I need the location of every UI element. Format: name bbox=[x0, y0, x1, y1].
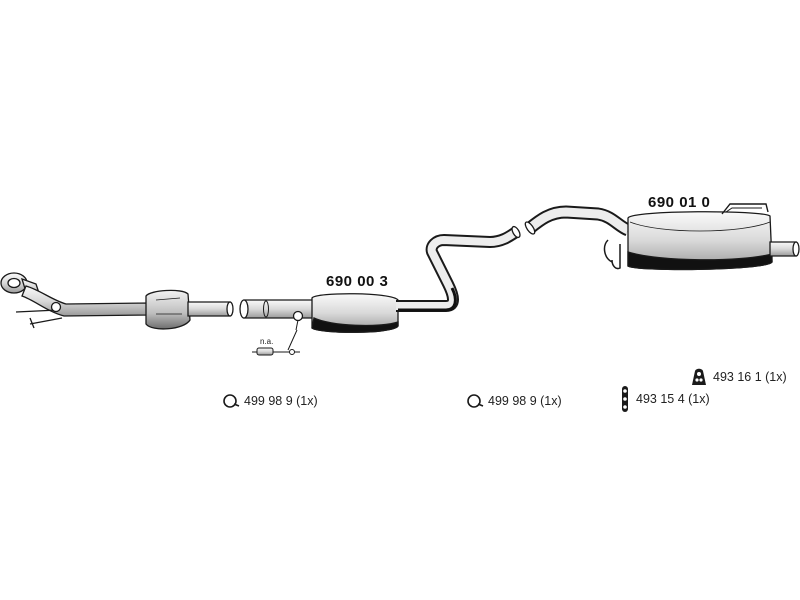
rubber-hanger-icon bbox=[622, 386, 628, 412]
accessory-clamp-2: 499 98 9 (1x) bbox=[466, 393, 562, 409]
sensor-part-na bbox=[252, 329, 300, 356]
accessory-label: 493 15 4 (1x) bbox=[636, 392, 710, 406]
center-muffler-assembly bbox=[239, 225, 521, 333]
clamp-ring-icon bbox=[223, 394, 240, 408]
not-available-note: n.a. bbox=[260, 337, 274, 346]
accessory-clamp-1: 499 98 9 (1x) bbox=[222, 393, 318, 409]
rear-muffler-part-number: 690 01 0 bbox=[648, 194, 711, 211]
rear-muffler-assembly bbox=[524, 203, 800, 271]
rubber-mount-icon bbox=[692, 368, 706, 385]
accessory-hanger: 493 15 4 (1x) bbox=[618, 385, 710, 413]
accessory-label: 499 98 9 (1x) bbox=[488, 394, 562, 408]
accessory-label: 493 16 1 (1x) bbox=[713, 370, 787, 384]
accessory-label: 499 98 9 (1x) bbox=[244, 394, 318, 408]
center-muffler-part-number: 690 00 3 bbox=[326, 273, 389, 290]
clamp-ring-icon bbox=[467, 394, 484, 408]
accessory-mount: 493 16 1 (1x) bbox=[689, 367, 787, 387]
front-pipe-catalytic-converter bbox=[0, 272, 234, 330]
